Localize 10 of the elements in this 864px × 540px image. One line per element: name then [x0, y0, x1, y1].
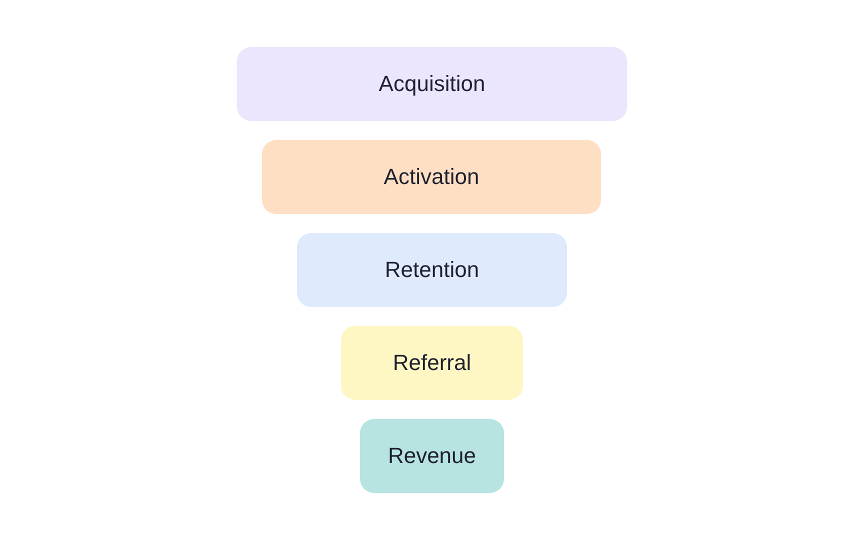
- stage-label: Activation: [384, 164, 480, 190]
- stage-label: Referral: [392, 350, 472, 376]
- funnel-stage-box: [341, 326, 523, 400]
- stage-label: Retention: [384, 257, 480, 283]
- funnel-stage-box: [360, 419, 504, 493]
- stage-label: Revenue: [388, 443, 476, 469]
- stage-label: Acquisition: [378, 71, 486, 97]
- funnel-stage-box: [237, 47, 627, 121]
- funnel-stage-box: [297, 233, 567, 307]
- funnel-stage-box: [262, 140, 601, 214]
